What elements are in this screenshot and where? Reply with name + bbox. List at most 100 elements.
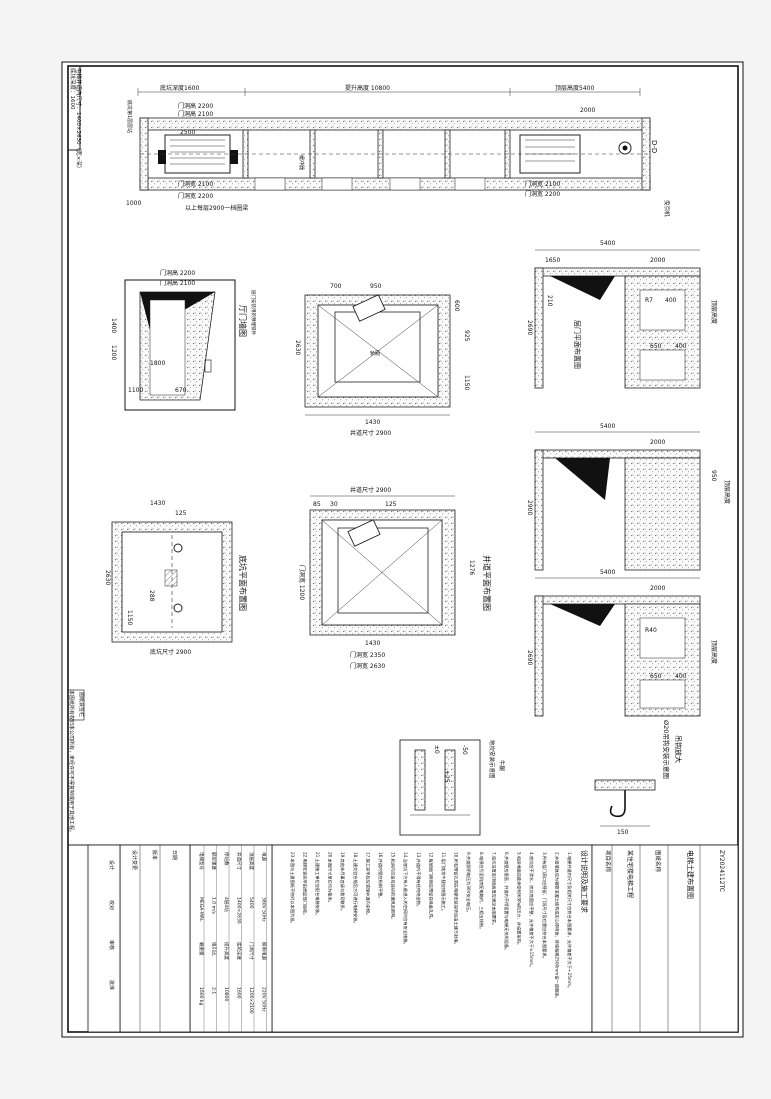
plan-bot-dim-85: 85: [313, 501, 321, 508]
note-line: 8.电源应引至机房配电箱内，三相五线制。: [478, 852, 485, 931]
machine-room-section-3: 5400 2000 R40 2690 650 400 顶层高度: [526, 569, 718, 717]
plan-bot-dim-30: 30: [330, 501, 338, 508]
plan-top-dim-925: 925: [463, 330, 470, 342]
dim-2500: 2500: [180, 129, 195, 136]
note-line: 17.施工完毕后应清理井道内杂物。: [364, 852, 371, 917]
mr3-dim-2000: 2000: [650, 585, 665, 592]
sill-detail: ±0 -50 +25 地坎安装示意图 牛腿: [399, 739, 506, 836]
pit-plan-view: 1430 125 2630 1150 288 底坑尺寸 2900 底坑平面布置图: [104, 500, 248, 656]
spec-cell: 220V 50Hz: [261, 987, 267, 1012]
mr3-dim-5400: 5400: [600, 569, 615, 576]
dim-travel-height: 提升高度 10800: [345, 84, 390, 92]
spec-cell: 1.0 m/s: [211, 897, 217, 914]
spec-cell: 额定速度: [211, 852, 218, 870]
dim-ring-beam: 以上每层2900一档圈梁: [185, 204, 248, 212]
note-line: 18.土建交验合格后方可进行电梯安装。: [352, 852, 359, 926]
notes-heading: 设计说明及施工要求: [580, 850, 589, 913]
note-line: 2.井道墙体应为钢筋混凝土结构或实心砖砌体，砖墙每隔2500mm设一道圈梁。: [553, 852, 560, 1000]
hook-icon: [609, 790, 626, 818]
pit-buffer-icon-2: [173, 603, 183, 613]
mr3-side-label: 顶层高度: [710, 640, 718, 664]
plan-top-dim-600: 600: [453, 300, 460, 312]
pit-dim-288: 288: [148, 590, 155, 602]
side-title-line-2: 底坑深度：1600: [69, 68, 77, 110]
pit-dim-2630: 2630: [104, 570, 111, 585]
plan-top-dim-2900: 井道尺寸 2900: [350, 429, 391, 437]
buffer-icon: [158, 150, 166, 164]
rev-label-3: 日期: [171, 850, 177, 860]
machine-room-section-1: 5400 1650 2000 210 R7 400 2690 650 400 层…: [526, 240, 718, 389]
pit-dim-1150: 1150: [126, 610, 133, 625]
stamp-1: 设计: [108, 860, 115, 870]
note-line: 13.井道内不得有任何突出物。: [415, 852, 422, 909]
mr1-dim-2000: 2000: [650, 257, 665, 264]
mr3-dim-400: 400: [675, 673, 687, 680]
note-line: 6.井道壁应垂直，井道内不得设置与电梯无关的设备。: [503, 852, 510, 952]
tb-drawing-value: 电梯土建布置图: [686, 850, 695, 899]
plan-top-car-label: 轿厢: [370, 350, 380, 357]
rev-label-1: 设计变更: [131, 850, 138, 870]
note-line: 15.机房内应设有良好的通风及照明。: [390, 852, 397, 921]
dim-1000: 1000: [126, 200, 141, 207]
plan-bot-title: 井道平面布置图: [482, 555, 492, 611]
dim-door-width-top-1: 门洞宽 2100: [525, 180, 560, 188]
pit-buffer-icon-1: [173, 543, 183, 553]
call-box-icon: [204, 359, 212, 373]
dim-door-width-1: 门洞宽 2100: [178, 180, 213, 188]
note-line: 7.底坑深度及顶层高度应满足本图要求。: [490, 852, 497, 927]
note-line: 22.电梯安装完毕由质监部门验收。: [301, 852, 308, 917]
dim-pit-depth: 底坑深度1600: [160, 84, 199, 92]
mr1-dim-1650: 1650: [545, 257, 560, 264]
counterweight-icon: [352, 294, 386, 322]
spec-cell: 照明电源: [261, 942, 268, 960]
spec-cell: 提升高度: [223, 942, 230, 960]
door-dim-1800: 1800: [150, 360, 165, 367]
tb-drawing-label: 图纸名称: [654, 850, 662, 873]
tb-project-value: 某住宅楼电梯工程: [626, 850, 634, 898]
spec-cell: 2:1: [211, 987, 217, 994]
note-line: 9.井道照明电压为36V安全电压。: [465, 852, 472, 914]
dim-door-height-1: 门洞高 2200: [178, 102, 213, 110]
plan-top-dim-950: 950: [370, 283, 382, 290]
mr1-side-label: 顶层高度: [710, 300, 718, 324]
hoistway-plan-upper: 700 950 1430 井道尺寸 2900 2630 925 1150 600…: [294, 283, 470, 437]
spec-cell: 1200×2100: [248, 987, 254, 1014]
revision-block: [119, 844, 191, 1033]
tb-project-label: 项目名称: [604, 850, 612, 873]
spec-cell: 电梯型号: [198, 852, 205, 870]
dim-door-height-2: 门洞高 2100: [178, 110, 213, 118]
mr3-dim-2690: 2690: [526, 650, 533, 665]
spec-cell: 电源: [261, 852, 268, 861]
hook-dim-150: 150: [617, 829, 629, 836]
label-machine: 曳引机: [663, 200, 671, 217]
dim-door-width-top-2: 门洞宽 2200: [525, 190, 560, 198]
door-dim-1200: 1200: [110, 345, 117, 360]
hook-detail: 150 Ø20吊钩安装示意图 吊钩放大: [594, 720, 683, 836]
plan-bot-car-outline: [337, 527, 429, 614]
dim-2000-top: 2000: [580, 107, 595, 114]
remark-vertical: 本图纸所有权归本公司所有，未经许可不得复制或用于其他工程。: [68, 690, 75, 835]
mr1-dim-R7: R7: [645, 297, 653, 304]
section-marker: D-D: [650, 140, 658, 153]
mr2-dim-5400: 5400: [600, 423, 615, 430]
pit-dim-1430: 1430: [150, 500, 165, 507]
door-dim-1100: 1100: [128, 387, 143, 394]
mr1-dim-210: 210: [546, 295, 553, 307]
spec-cell: 10800: [223, 987, 229, 1001]
stamp-3: 审核: [108, 940, 115, 950]
side-title-line-1: 电梯井道内尺寸：1400×2630（宽×深）: [75, 68, 83, 171]
spec-cell: 5400: [248, 897, 254, 909]
mr3-dim-R40: R40: [645, 627, 657, 634]
notes-lines: 1.电梯井道内尺寸及相关尺寸应符合本图要求，允许偏差不大于+25mm。2.井道墙…: [289, 852, 573, 1000]
side-title-strip: 电梯井道内尺寸：1400×2630（宽×深） 底坑深度：1600: [68, 66, 83, 171]
hook-sub: 吊钩放大: [674, 735, 683, 763]
mr1-dim-400b: 400: [675, 343, 687, 350]
spec-cell: 底坑深度: [236, 942, 243, 960]
spec-cell: 载重量: [198, 942, 205, 956]
sill-dim-25: +25: [443, 770, 450, 783]
sill-title: 地坎安装示意图: [488, 740, 496, 779]
spec-cell: MEGA-MRL: [198, 897, 204, 922]
door-embedded-label: 层门安装用的预埋铁件: [250, 290, 257, 335]
hoistway-plan-lower: 井道尺寸 2900 85 30 125 1430 门洞宽 2350 门洞宽 26…: [298, 486, 492, 670]
sign-box-label: 图纸会签栏: [78, 692, 85, 717]
